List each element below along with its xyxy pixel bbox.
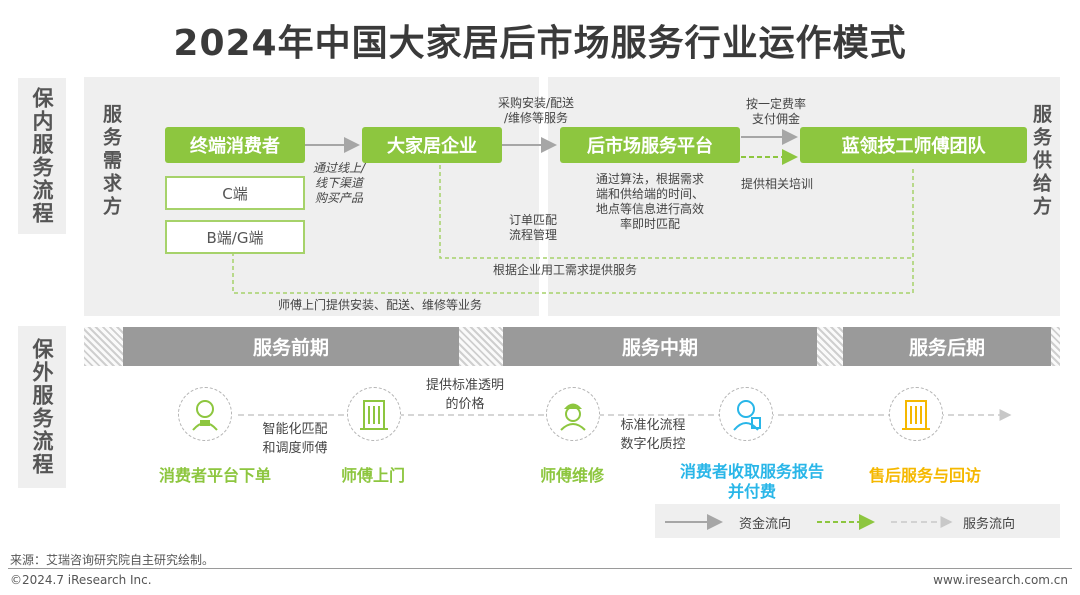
step-service-report-line2: 并付费 [727, 482, 776, 501]
step-note-standard-line1: 标准化流程 [620, 418, 686, 433]
step-note-matching: 智能化匹配 和调度师傅 [255, 420, 335, 458]
supply-side-label: 服务供给方 [1030, 104, 1052, 219]
node-bg-end: B端/G端 [165, 220, 305, 254]
note-channel-line1: 通过线上/ [312, 161, 366, 175]
note-onsite-service: 师傅上门提供安装、配送、维修等业务 [277, 298, 482, 312]
note-training: 提供相关培训 [740, 177, 813, 191]
step-note-matching-line2: 和调度师傅 [262, 441, 328, 456]
technician-repair-icon [546, 387, 600, 441]
building-icon [902, 400, 930, 430]
note-purchase: 采购安装/配送 /维修等服务 [478, 96, 594, 126]
copyright: ©2024.7 iResearch Inc. [10, 573, 152, 587]
legend-funds-label: 资金流向 [739, 517, 792, 532]
node-technician-team: 蓝领技工师傅团队 [800, 127, 1027, 163]
door-icon [360, 400, 388, 430]
note-commission-line1: 按一定费率 [745, 97, 806, 111]
note-enterprise-service: 根据企业用工需求提供服务 [492, 263, 637, 277]
note-order-line1: 订单匹配 [508, 213, 557, 227]
note-algorithm-line1: 通过算法，根据需求 [595, 172, 704, 186]
website: www.iresearch.com.cn [933, 573, 1068, 587]
node-terminal-consumer: 终端消费者 [165, 127, 305, 163]
phase-late: 服务后期 [843, 327, 1051, 366]
demand-panel [84, 77, 539, 316]
note-algorithm-line3: 地点等信息进行高效 [595, 202, 704, 216]
legend-arrows [665, 514, 953, 530]
note-channel: 通过线上/ 线下渠道 购买产品 [304, 161, 374, 206]
phase-early: 服务前期 [123, 327, 459, 366]
note-algorithm-line4: 率即时匹配 [619, 217, 680, 231]
inner-service-label: 保内服务流程 [18, 78, 66, 234]
legend-service-label: 服务流向 [963, 517, 1016, 532]
step-technician-visit: 师傅上门 [340, 466, 405, 485]
note-commission-line2: 支付佣金 [751, 112, 800, 126]
note-channel-line3: 购买产品 [314, 191, 363, 205]
step-note-pricing-line1: 提供标准透明 [425, 378, 504, 393]
note-algorithm: 通过算法，根据需求 端和供给端的时间、 地点等信息进行高效 率即时匹配 [584, 172, 716, 232]
technician-door-icon [347, 387, 401, 441]
note-purchase-line2: /维修等服务 [503, 111, 569, 125]
demand-side-label: 服务需求方 [100, 104, 122, 219]
phase-middle: 服务中期 [503, 327, 817, 366]
node-aftermarket-platform: 后市场服务平台 [560, 127, 740, 163]
step-consumer-order: 消费者平台下单 [158, 466, 271, 485]
source-note: 来源：艾瑞咨询研究院自主研究绘制。 [10, 553, 215, 567]
worker-icon [560, 403, 586, 431]
service-report-icon [719, 387, 773, 441]
step-note-standard: 标准化流程 数字化质控 [613, 416, 693, 454]
note-purchase-line1: 采购安装/配送 [497, 96, 575, 110]
note-order: 订单匹配 流程管理 [500, 213, 566, 243]
legend: 资金流向 服务流向 [655, 504, 1060, 538]
step-technician-repair: 师傅维修 [539, 466, 604, 485]
node-c-end: C端 [165, 176, 305, 210]
consumer-order-icon [178, 387, 232, 441]
note-order-line2: 流程管理 [508, 228, 557, 242]
step-service-report-line1: 消费者收取服务报告 [679, 462, 824, 481]
note-algorithm-line2: 端和供给端的时间、 [595, 187, 704, 201]
outer-service-label: 保外服务流程 [18, 326, 66, 488]
supply-panel [548, 77, 1060, 316]
note-commission: 按一定费率 支付佣金 [726, 97, 826, 127]
footer-divider [8, 568, 1072, 569]
step-note-pricing-line2: 的价格 [445, 397, 485, 412]
step-service-report: 消费者收取服务报告 并付费 [660, 462, 844, 502]
page-title: 2024年中国大家居后市场服务行业运作模式 [173, 23, 907, 64]
person-icon [192, 400, 218, 431]
step-note-matching-line1: 智能化匹配 [262, 422, 328, 437]
step-note-standard-line2: 数字化质控 [620, 437, 686, 452]
after-sales-icon [889, 387, 943, 441]
step-note-pricing: 提供标准透明 的价格 [420, 376, 510, 414]
node-home-enterprise: 大家居企业 [362, 127, 502, 163]
note-channel-line2: 线下渠道 [314, 176, 363, 190]
step-after-sales: 售后服务与回访 [868, 466, 981, 485]
person-report-icon [733, 400, 761, 431]
